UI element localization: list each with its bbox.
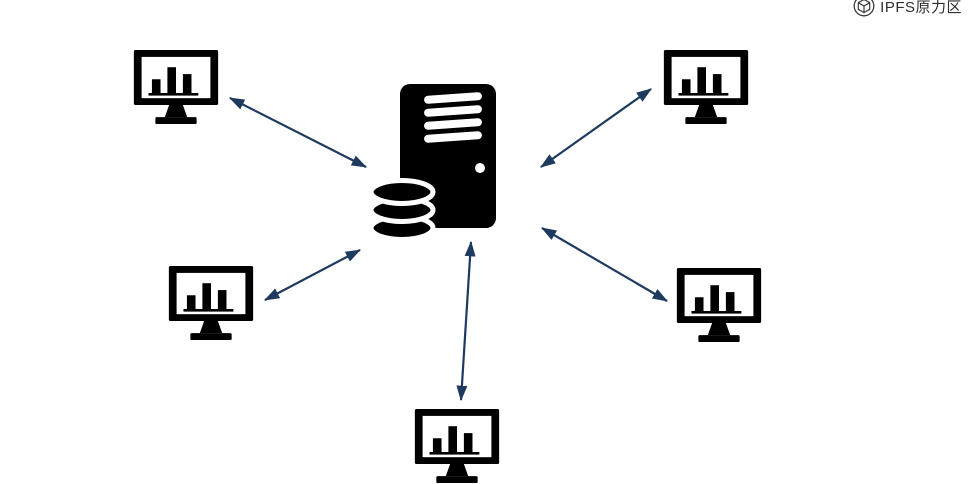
brand-logo-text: IPFS原力区 [880,0,962,16]
client-node-mid-left [168,264,254,342]
client-node-top-left [133,48,219,126]
server-database-icon [364,82,528,244]
monitor-chart-icon [414,407,500,484]
ipfs-cube-icon [853,0,875,17]
arrow-server-client-top-left [229,97,367,168]
client-node-bottom-center [414,407,500,484]
client-node-mid-right [676,266,762,344]
monitor-chart-icon [676,266,762,344]
arrow-server-client-bottom-center [456,240,476,402]
monitor-chart-icon [663,48,749,126]
arrow-server-client-top-right [540,88,652,168]
monitor-chart-icon [133,48,219,126]
monitor-chart-icon [168,264,254,342]
client-node-top-right [663,48,749,126]
arrow-server-client-mid-right [541,227,668,302]
brand-logo: IPFS原力区 [853,0,962,17]
arrow-server-client-mid-left [264,249,361,301]
central-server-node [364,82,528,244]
